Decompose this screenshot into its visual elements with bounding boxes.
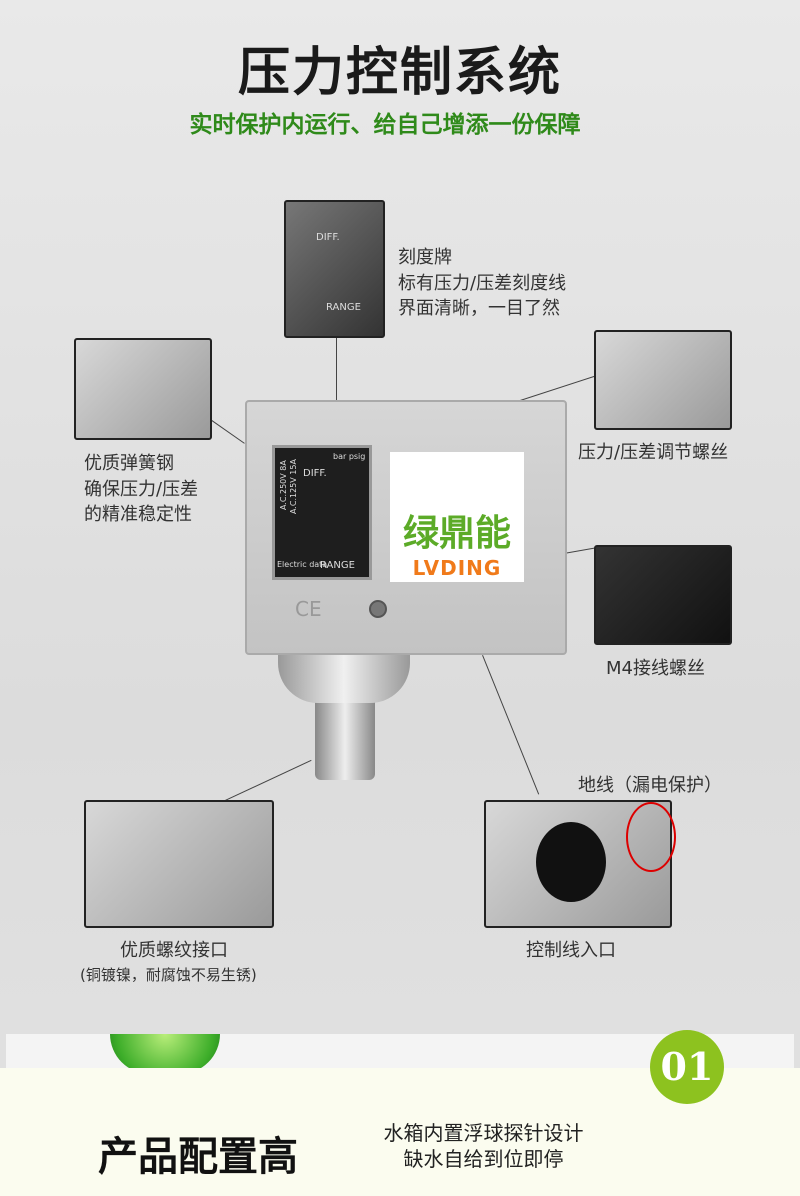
spring-line2: 的精准稳定性	[84, 504, 192, 525]
scale-plate-photo: DIFF. RANGE	[284, 200, 385, 338]
section-number-badge: 01	[650, 1030, 724, 1104]
plate-diff-label: DIFF.	[316, 232, 340, 243]
window-rating-125v: A.C.125V 15A	[289, 459, 298, 514]
footer-description: 水箱内置浮球探针设计 缺水自给到位即停	[356, 1120, 611, 1172]
logo-chinese: 绿鼎能	[402, 513, 511, 554]
fitting-base	[278, 655, 410, 703]
thread-fitting-photo	[84, 800, 274, 928]
scale-window: DIFF. Electric data A.C.250V 8A A.C.125V…	[272, 445, 372, 580]
plate-range-label: RANGE	[326, 302, 361, 313]
adjust-screw-photo	[594, 330, 732, 430]
cable-title: 控制线入口	[526, 940, 616, 961]
page-subtitle: 实时保护内运行、给自己增添一份保障	[189, 112, 581, 138]
footer-desc-line1: 水箱内置浮球探针设计	[383, 1121, 584, 1145]
spring-title: 优质弹簧钢	[84, 453, 174, 474]
scale-line2: 界面清晰，一目了然	[398, 298, 560, 319]
scale-line1: 标有压力/压差刻度线	[398, 273, 567, 294]
thread-title: 优质螺纹接口	[120, 940, 228, 961]
window-diff-label: DIFF.	[303, 468, 327, 479]
spring-line1: 确保压力/压差	[84, 479, 199, 500]
terminal-title: M4接线螺丝	[606, 658, 705, 679]
cover-screw	[369, 600, 387, 618]
terminal-screw-photo	[594, 545, 732, 645]
connector-line	[336, 338, 337, 448]
window-range-label: RANGE	[320, 560, 355, 571]
connector-line	[482, 655, 540, 795]
lime-slice-decoration	[110, 1034, 220, 1074]
adjust-title: 压力/压差调节螺丝	[578, 442, 729, 463]
lvding-logo: 绿鼎能 LVDING	[390, 452, 524, 582]
ce-mark: CE	[295, 597, 322, 621]
connector-line	[211, 420, 245, 444]
page-title: 压力控制系统	[237, 43, 562, 103]
connector-line	[225, 759, 312, 801]
window-electric-label: Electric data	[277, 560, 328, 569]
connector-line	[520, 375, 597, 401]
ground-highlight-circle	[626, 802, 676, 872]
logo-english: LVDING	[412, 556, 502, 580]
ground-title: 地线（漏电保护）	[578, 775, 722, 796]
scale-title: 刻度牌	[398, 247, 452, 268]
thread-note: (铜镀镍，耐腐蚀不易生锈)	[80, 966, 257, 984]
window-rating-250v: A.C.250V 8A	[279, 460, 288, 510]
cable-grommet	[536, 822, 606, 902]
footer-heading: 产品配置高	[98, 1133, 298, 1180]
window-units-label: bar psig	[333, 452, 366, 461]
spring-photo	[74, 338, 212, 440]
footer-desc-line2: 缺水自给到位即停	[403, 1147, 564, 1171]
